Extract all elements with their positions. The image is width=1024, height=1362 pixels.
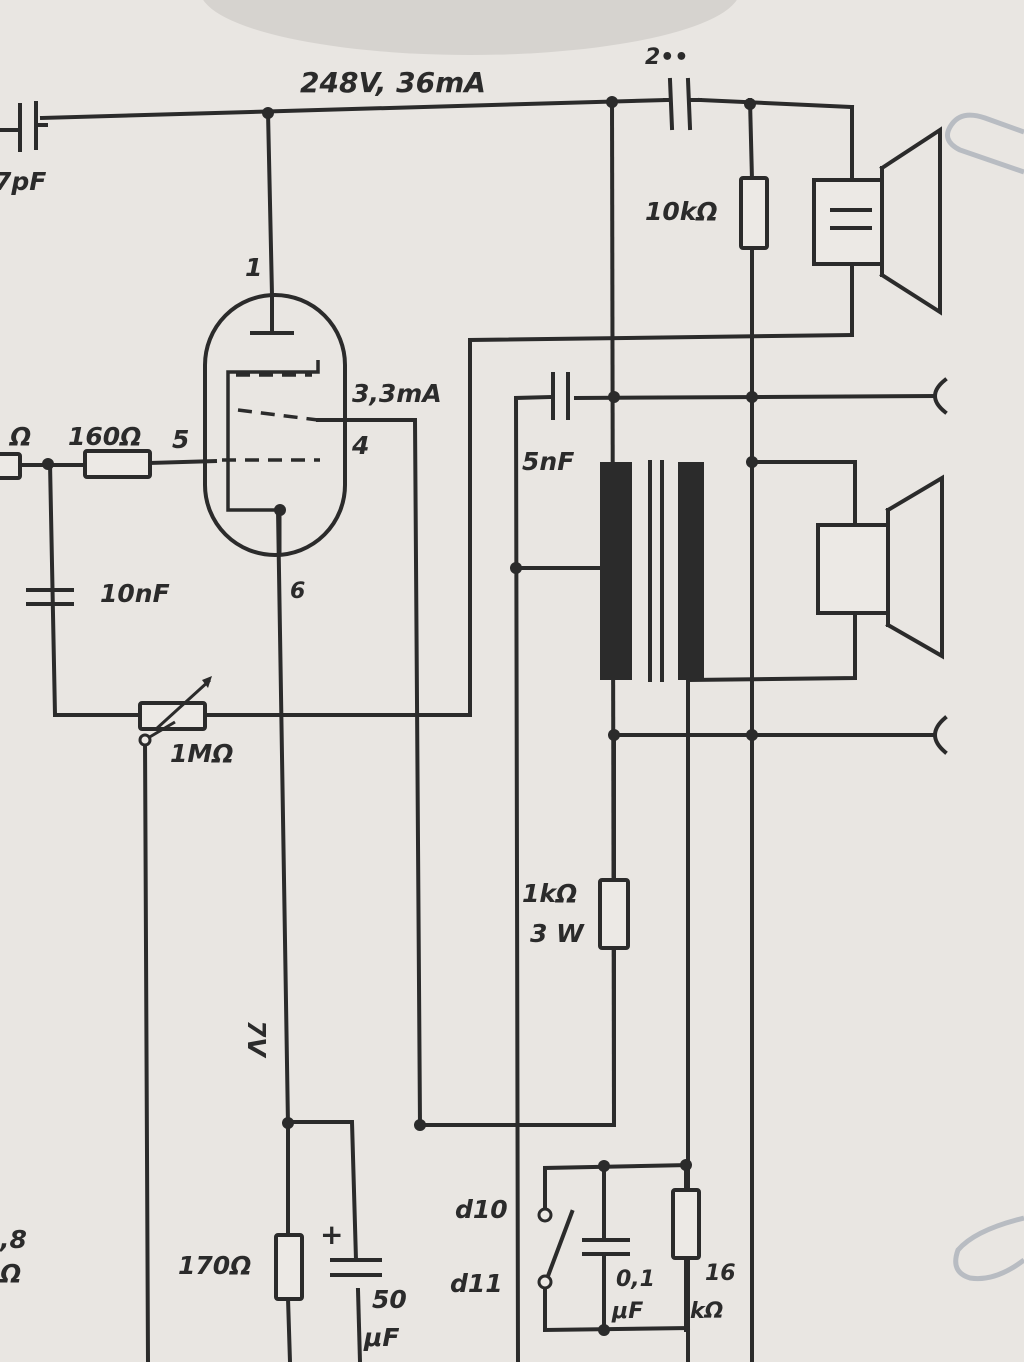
r10k-label: 10kΩ <box>645 197 718 226</box>
left-edge-value1: ,8 <box>0 1225 27 1254</box>
supply-label: 248V, 36mA <box>300 66 486 99</box>
paperclip-top <box>945 112 1024 175</box>
c50-value-label: 50 <box>372 1285 407 1314</box>
capacitor-50uF <box>330 1258 382 1277</box>
resistor-160 <box>83 449 152 479</box>
pot-label: 1MΩ <box>170 739 234 768</box>
output-coupling-capacitor <box>663 77 702 131</box>
r16k-unit-label: kΩ <box>690 1299 723 1324</box>
junction-dots <box>42 96 758 1336</box>
r1k-power-label: 3 W <box>530 919 585 948</box>
c01-value-label: 0,1 <box>616 1267 655 1292</box>
vacuum-tube <box>203 293 347 557</box>
capacitor-0-1uF <box>582 1238 630 1256</box>
output-transformer <box>600 460 704 682</box>
c50-unit-label: μF <box>363 1323 399 1352</box>
output-jacks <box>933 377 948 755</box>
wires <box>0 97 938 1362</box>
left-res-label: Ω <box>8 422 31 451</box>
left-cap-label: 7pF <box>0 167 46 196</box>
left-grid-resistor <box>0 452 22 480</box>
main-speaker <box>816 474 944 660</box>
pin6-label: 6 <box>290 579 305 604</box>
paperclip-bottom <box>953 1215 1024 1282</box>
d11-label: d11 <box>450 1269 503 1298</box>
r16k-value-label: 16 <box>705 1261 736 1286</box>
pin1-label: 1 <box>245 253 262 282</box>
resistor-10k <box>739 176 769 250</box>
pin4-label: 4 <box>351 431 369 460</box>
potentiometer-1M <box>138 676 212 747</box>
left-edge-value2: Ω <box>0 1259 21 1288</box>
resistor-16k <box>671 1188 701 1260</box>
cathode-voltage-label: 7V <box>242 1020 271 1058</box>
elco-plus-label: + <box>320 1218 343 1251</box>
labels: 248V, 36mA 2•• 7pF 10kΩ 1 3,3mA Ω 160Ω 5… <box>0 45 736 1352</box>
c10nF-label: 10nF <box>100 579 170 608</box>
r1k-label: 1kΩ <box>522 879 577 908</box>
capacitor-10nF <box>26 588 74 606</box>
c5nF-label: 5nF <box>522 447 574 476</box>
capacitor-5nF <box>551 372 570 420</box>
switch-d10-d11 <box>537 1207 575 1290</box>
shadow <box>203 0 737 55</box>
r160-label: 160Ω <box>68 422 141 451</box>
c01-unit-label: μF <box>611 1299 643 1324</box>
pin5-label: 5 <box>172 425 189 454</box>
top-cap-label: 2•• <box>645 45 688 70</box>
r170-label: 170Ω <box>178 1251 251 1280</box>
resistor-1k-3W <box>598 878 630 950</box>
resistor-170 <box>274 1233 304 1301</box>
screen-current-label: 3,3mA <box>352 379 442 408</box>
top-speaker <box>812 126 942 316</box>
left-coupling-capacitor <box>18 101 48 152</box>
d10-label: d10 <box>455 1195 508 1224</box>
